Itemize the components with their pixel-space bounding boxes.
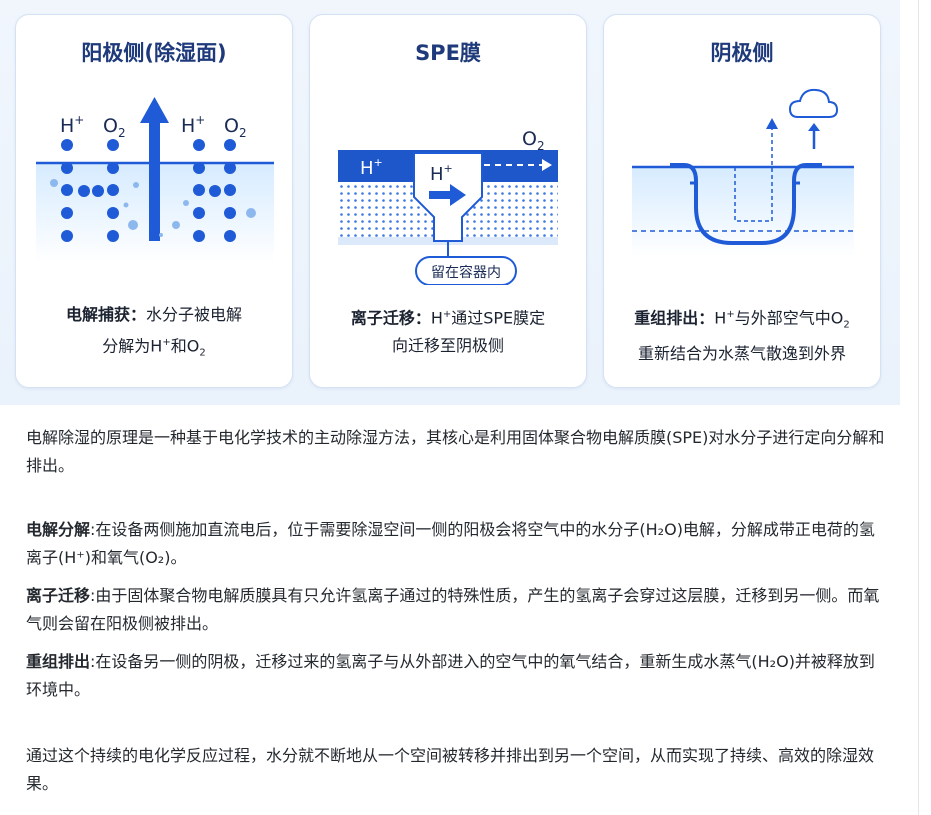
step-recombination-text: :在设备另一侧的阴极，迁移过来的氢离子与从外部进入的空气中的氧气结合，重新生成水… — [26, 652, 875, 699]
anode-panel: 阳极侧(除湿面) H+ O2 H+ O2 — [15, 14, 293, 388]
dashed-vapor-path — [734, 127, 773, 222]
spe-membrane-panel: SPE膜 O2 H+ H+ 留在容器内 离子迁移 — [309, 14, 587, 388]
anode-panel-title: 阳极侧(除湿面) — [81, 41, 227, 65]
step-migration-term: 离子迁移 — [26, 586, 91, 605]
page-divider — [918, 0, 919, 815]
cloud-icon — [788, 88, 839, 118]
cathode-illustration — [632, 88, 854, 257]
step-electrolysis-paragraph: 电解分解:在设备两侧施加直流电后，位于需要除湿空间一侧的阳极会将空气中的水分子(… — [26, 516, 888, 572]
cathode-caption: 重组排出：H+与外部空气中O2 重新结合为水蒸气散逸到外界 — [634, 308, 850, 363]
cathode-panel-title: 阴极侧 — [710, 41, 774, 65]
conclusion-paragraph: 通过这个持续的电化学反应过程，水分就不断地从一个空间被转移并排出到另一个空间，从… — [26, 746, 875, 793]
step-migration-paragraph: 离子迁移:由于固体聚合物电解质膜具有只允许氢离子通过的特殊性质，产生的氢离子会穿… — [26, 582, 888, 638]
anode-illustration: H+ O2 H+ O2 — [36, 97, 274, 263]
spe-caption: 离子迁移：H+通过SPE膜定 向迁移至阴极侧 — [350, 308, 546, 356]
step-migration-text: :由于固体聚合物电解质膜具有只允许氢离子通过的特殊性质，产生的氢离子会穿过这层膜… — [26, 586, 880, 633]
diagram-figure: 阳极侧(除湿面) H+ O2 H+ O2 — [0, 0, 900, 405]
cathode-panel: 阴极侧 重组排出：H+与外部空气中O2 — [603, 14, 881, 388]
spe-illustration: O2 H+ H+ 留在容器内 — [338, 128, 558, 285]
vapor-arrowhead-icon — [766, 118, 778, 129]
h-ion-label-band: H+ — [360, 156, 383, 179]
retain-badge-label: 留在容器内 — [431, 264, 501, 281]
intro-paragraph: 电解除湿的原理是一种基于电化学技术的主动除湿方法，其核心是利用固体聚合物电解质膜… — [26, 428, 885, 475]
step-recombination-term: 重组排出 — [26, 652, 91, 671]
up-arrow-icon — [808, 123, 820, 149]
small-bubbles — [50, 179, 256, 237]
step-electrolysis-term: 电解分解 — [26, 520, 91, 539]
step-electrolysis-text: :在设备两侧施加直流电后，位于需要除湿空间一侧的阳极会将空气中的水分子(H₂O)… — [26, 520, 875, 567]
u-shaped-channel — [670, 163, 822, 245]
h-ion-label-right: H+ — [181, 113, 205, 137]
spe-panel-title: SPE膜 — [415, 41, 481, 65]
anode-caption: 电解捕获：水分子被电解 分解为H+和O2 — [65, 305, 243, 359]
right-arrow-icon — [429, 184, 466, 206]
h-ion-label-left: H+ — [60, 113, 84, 137]
o2-label-left: O2 — [103, 115, 126, 140]
flow-arrowhead-icon — [542, 159, 552, 171]
o2-label: O2 — [522, 128, 545, 153]
step-recombination-paragraph: 重组排出:在设备另一侧的阴极，迁移过来的氢离子与从外部进入的空气中的氧气结合，重… — [26, 648, 888, 704]
o2-label-right: O2 — [224, 115, 247, 140]
retain-badge — [415, 256, 517, 285]
molecule-dots — [61, 139, 236, 242]
h-ion-label-center: H+ — [430, 162, 453, 185]
upward-arrow-icon — [140, 97, 169, 241]
